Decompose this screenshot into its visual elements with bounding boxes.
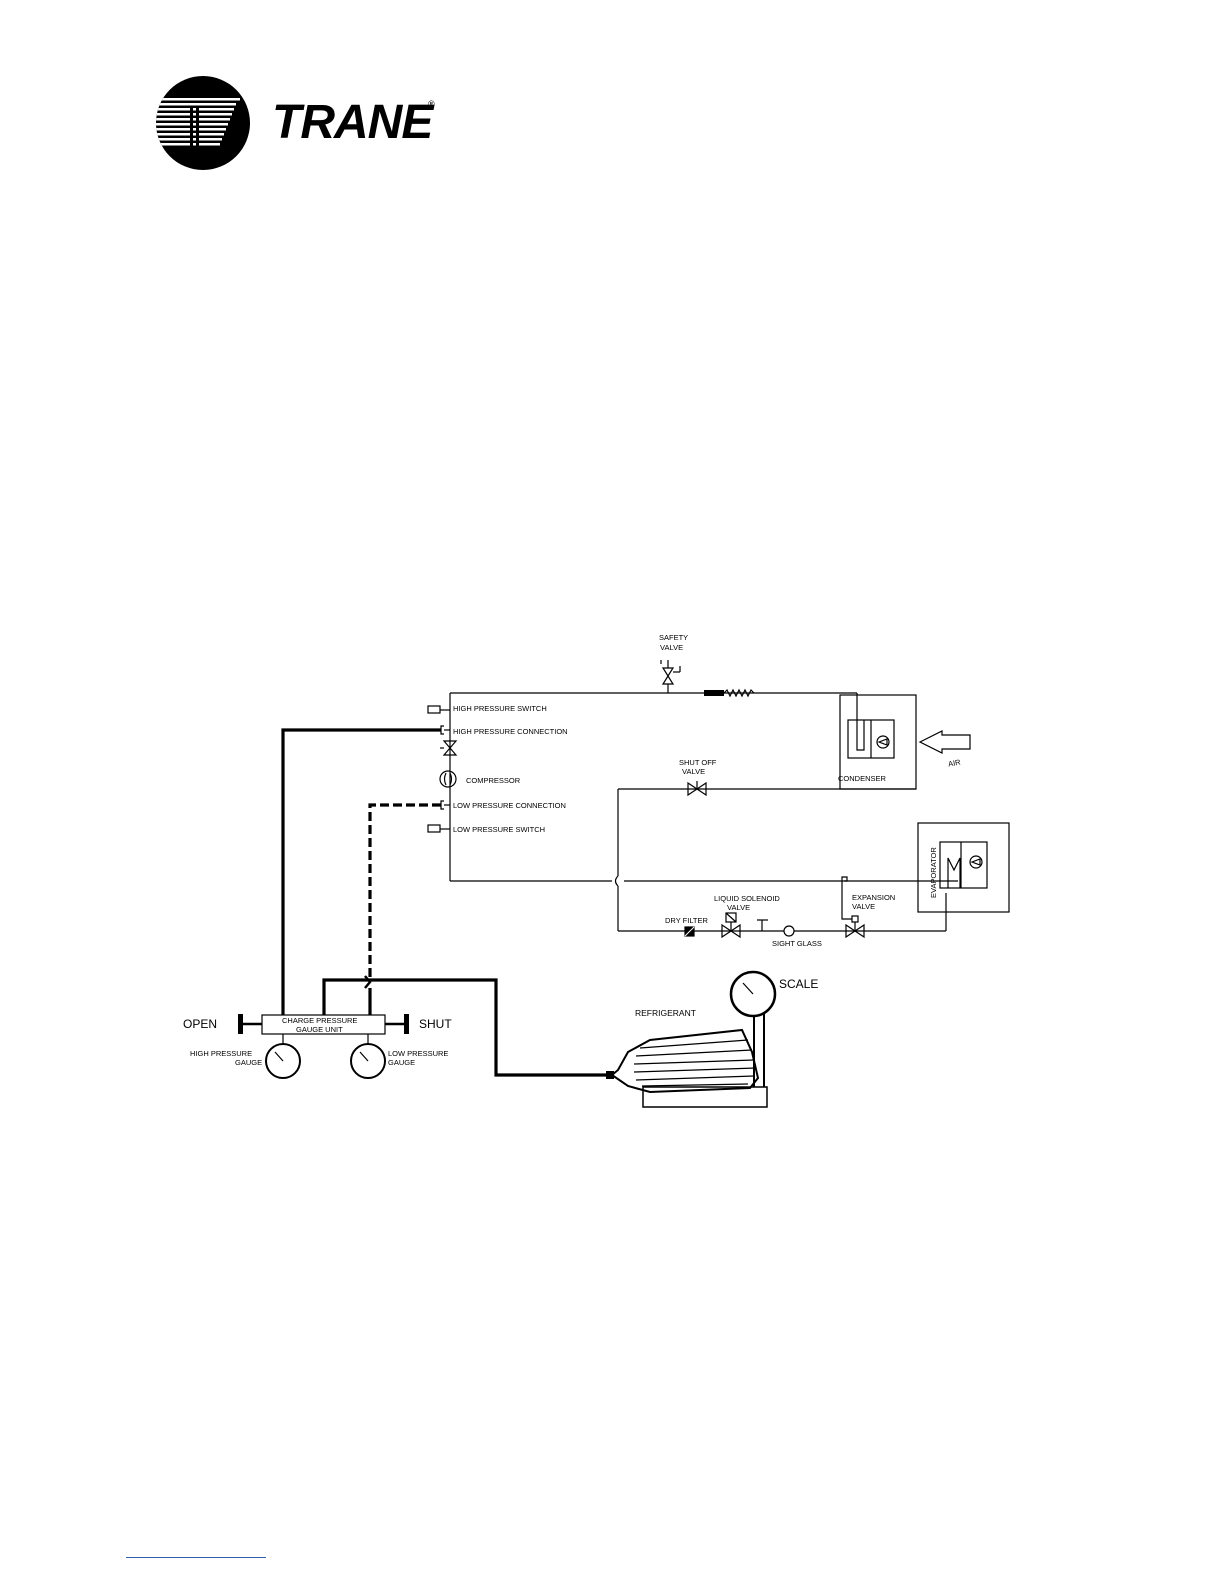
- charge-unit-label-1: CHARGE PRESSURE: [282, 1016, 357, 1025]
- condenser: CONDENSER: [838, 694, 917, 790]
- charge-pressure-gauge-unit: CHARGE PRESSURE GAUGE UNIT OPEN SHUT: [183, 1014, 452, 1035]
- low-pressure-connection: LOW PRESSURE CONNECTION: [440, 800, 566, 810]
- refrigerant-hose: [322, 978, 612, 1077]
- condenser-coil-icon: [856, 720, 865, 751]
- evaporator-fan-icon: [969, 855, 983, 869]
- low-gauge-label-1: LOW PRESSURE: [388, 1049, 448, 1058]
- air-label: AIR: [947, 757, 961, 768]
- refrigerant-label: REFRIGERANT: [635, 1008, 696, 1018]
- open-handle-icon[interactable]: [238, 1014, 243, 1034]
- high-gauge-label-1: HIGH PRESSURE: [190, 1049, 252, 1058]
- condenser-label: CONDENSER: [838, 774, 887, 783]
- high-pressure-hose: [281, 728, 441, 1015]
- evaporator-label: EVAPORATOR: [929, 847, 938, 898]
- logo-circle-icon: [156, 76, 250, 170]
- shut-label: SHUT: [419, 1017, 452, 1031]
- low-pressure-gauge: LOW PRESSURE GAUGE: [350, 1034, 448, 1079]
- discharge-muffler: [704, 688, 755, 698]
- shut-off-valve-label-2: VALVE: [682, 767, 705, 776]
- liquid-solenoid-valve: LIQUID SOLENOID VALVE: [714, 894, 780, 939]
- safety-valve-label-1: SAFETY: [659, 633, 688, 642]
- scale: SCALE: [642, 970, 818, 1108]
- safety-valve-label-2: VALVE: [660, 643, 683, 652]
- high-gauge-label-2: GAUGE: [235, 1058, 262, 1067]
- evaporator-coil-icon: [947, 857, 961, 888]
- condenser-fan-icon: [876, 735, 890, 749]
- high-pressure-switch-label: HIGH PRESSURE SWITCH: [453, 704, 547, 713]
- compressor-label: COMPRESSOR: [466, 776, 521, 785]
- logo-registered-mark: ®: [428, 99, 435, 109]
- sight-glass-label: SIGHT GLASS: [772, 939, 822, 948]
- shut-handle-icon[interactable]: [404, 1014, 409, 1034]
- high-pressure-connection: HIGH PRESSURE CONNECTION: [440, 725, 568, 736]
- charging-hoses: [281, 728, 612, 1077]
- low-pressure-switch-label: LOW PRESSURE SWITCH: [453, 825, 545, 834]
- compressor: COMPRESSOR: [439, 770, 521, 788]
- shut-off-valve: SHUT OFF VALVE: [679, 758, 717, 797]
- liquid-solenoid-label-2: VALVE: [727, 903, 750, 912]
- low-pressure-switch: LOW PRESSURE SWITCH: [427, 824, 545, 834]
- charge-unit-label-2: GAUGE UNIT: [296, 1025, 343, 1034]
- low-pressure-connection-label: LOW PRESSURE CONNECTION: [453, 801, 566, 810]
- refrigerant-cylinder: REFRIGERANT: [606, 1008, 760, 1094]
- scale-label: SCALE: [779, 977, 818, 991]
- service-valve-icon: [440, 740, 458, 756]
- high-pressure-connection-label: HIGH PRESSURE CONNECTION: [453, 727, 568, 736]
- safety-valve: SAFETY VALVE: [659, 633, 688, 693]
- scale-base: [642, 1086, 768, 1108]
- sight-glass: SIGHT GLASS: [772, 925, 822, 948]
- low-gauge-label-2: GAUGE: [388, 1058, 415, 1067]
- high-pressure-switch: HIGH PRESSURE SWITCH: [427, 704, 547, 714]
- dry-filter-label: DRY FILTER: [665, 916, 709, 925]
- expansion-valve-label-1: EXPANSION: [852, 893, 895, 902]
- expansion-valve-label-2: VALVE: [852, 902, 875, 911]
- evaporator: EVAPORATOR: [917, 822, 1010, 913]
- open-label: OPEN: [183, 1017, 217, 1031]
- high-pressure-gauge-icon: [265, 1043, 301, 1079]
- high-pressure-gauge: HIGH PRESSURE GAUGE: [190, 1034, 301, 1079]
- low-pressure-hose: [368, 803, 441, 980]
- low-pressure-gauge-icon: [350, 1043, 386, 1079]
- trane-logo: TRANE ®: [156, 76, 436, 170]
- pressure-tap-icon: [757, 919, 768, 931]
- dry-filter: DRY FILTER: [665, 916, 709, 937]
- expansion-valve: EXPANSION VALVE: [841, 876, 895, 939]
- air-arrow: AIR: [918, 730, 971, 769]
- liquid-solenoid-label-1: LIQUID SOLENOID: [714, 894, 780, 903]
- refrigerant-circuit: [449, 692, 958, 932]
- logo-wordmark: TRANE: [272, 96, 435, 149]
- air-arrow-icon: [918, 730, 971, 754]
- shut-off-valve-label-1: SHUT OFF: [679, 758, 717, 767]
- footer-link-underline: [126, 1557, 266, 1558]
